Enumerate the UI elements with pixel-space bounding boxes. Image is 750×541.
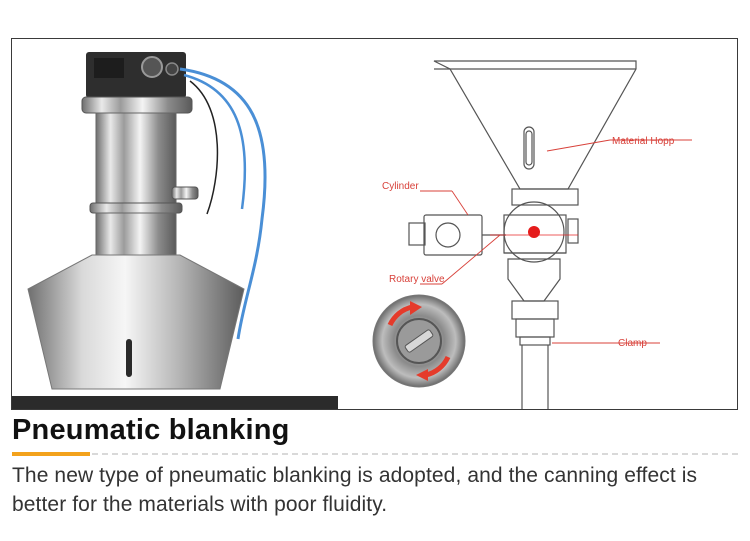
base-plate: [12, 396, 338, 409]
air-hose-1: [179, 67, 267, 340]
rotary-valve-label: Rotary valve: [389, 274, 445, 285]
hopper-cone-photo: [27, 254, 245, 390]
section-description: The new type of pneumatic blanking is ad…: [12, 464, 698, 516]
cylinder-outline: [423, 214, 483, 256]
vacuum-loader-photo: [12, 52, 338, 409]
cylinder-label: Cylinder: [382, 181, 419, 192]
clamp-label: Clamp: [618, 338, 647, 349]
material-hopper-label: Material Hopp: [612, 136, 675, 147]
material-hopper-outline: [433, 60, 637, 190]
section-title: Pneumatic blanking: [12, 414, 290, 446]
valve-center-dot: [528, 226, 540, 238]
cable-black: [189, 80, 219, 215]
pneumatic-valve-diagram: [408, 60, 637, 409]
rotation-arrow-bottom: [425, 355, 451, 378]
dashed-divider: [92, 453, 738, 455]
air-hose-2: [183, 73, 247, 210]
title-accent-bar: [12, 452, 90, 456]
upper-cylinder: [95, 112, 177, 214]
product-illustration: Material Hopp Cylinder Rotary valve Clam…: [12, 52, 692, 409]
product-figure: Material Hopp Cylinder Rotary valve Clam…: [11, 38, 738, 410]
rotary-valve-closeup: [372, 294, 466, 388]
rotation-arrow-top: [387, 304, 413, 327]
